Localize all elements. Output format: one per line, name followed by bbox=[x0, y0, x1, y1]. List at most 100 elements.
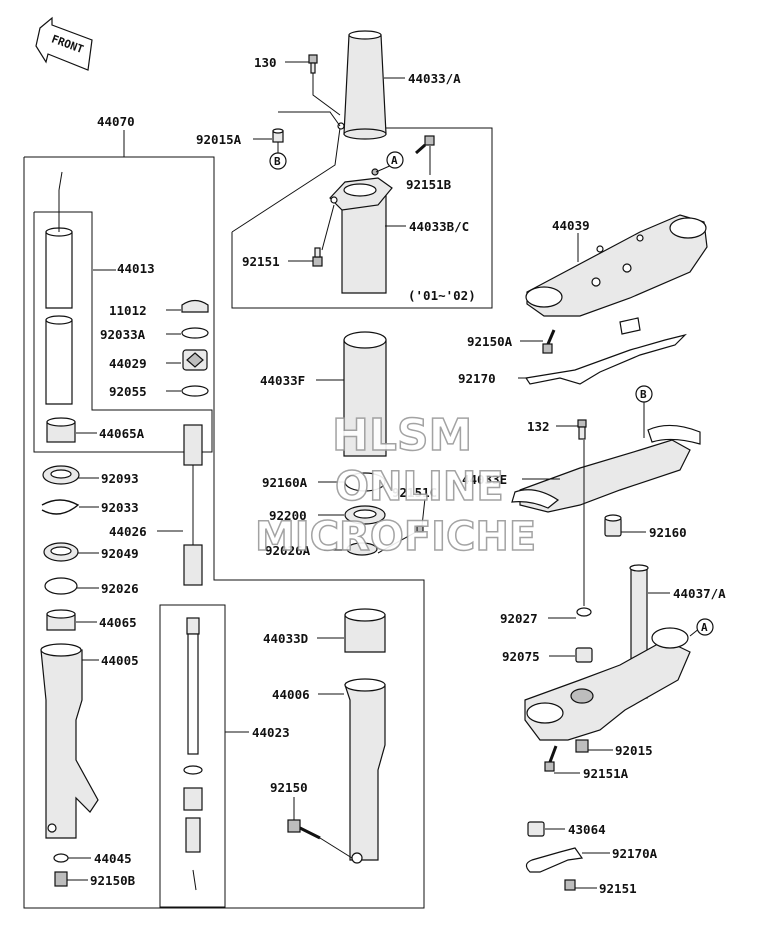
label-44033F: 44033F bbox=[260, 373, 305, 388]
label-92055: 92055 bbox=[109, 384, 147, 399]
part-44065A-bushing bbox=[46, 417, 76, 443]
front-arrow-icon: FRONT bbox=[35, 16, 93, 71]
label-44006: 44006 bbox=[272, 687, 310, 702]
part-92160A-ring bbox=[344, 472, 386, 492]
part-92151-lower-bolt bbox=[564, 879, 576, 891]
callout-a2: A bbox=[696, 618, 714, 636]
year-note: ('01~'02) bbox=[408, 288, 476, 303]
label-92015: 92015 bbox=[615, 743, 653, 758]
label-92027: 92027 bbox=[500, 611, 538, 626]
label-92150: 92150 bbox=[270, 780, 308, 795]
label-92151A: 92151A bbox=[583, 766, 629, 781]
label-92033: 92033 bbox=[101, 500, 139, 515]
watermark-line3: MICROFICHE bbox=[255, 514, 536, 560]
part-44033BC-cover bbox=[329, 168, 393, 294]
watermark-line1: HLSM bbox=[332, 410, 472, 461]
part-44029-plug bbox=[182, 349, 208, 371]
part-92026A-clamp bbox=[346, 542, 378, 556]
part-92151-bolt bbox=[312, 247, 323, 267]
label-44029: 44029 bbox=[109, 356, 147, 371]
part-92033-clip bbox=[41, 499, 80, 515]
part-92150A-bolt bbox=[542, 329, 556, 354]
label-92160A: 92160A bbox=[262, 475, 308, 490]
part-92055-oring bbox=[181, 385, 209, 397]
label-44026: 44026 bbox=[109, 524, 147, 539]
label-44013: 44013 bbox=[117, 261, 155, 276]
part-44013-inner-tube bbox=[45, 171, 73, 405]
part-44023-damper-rod bbox=[183, 617, 203, 891]
svg-text:B: B bbox=[640, 388, 647, 401]
part-44039-upper-bracket bbox=[525, 214, 708, 317]
part-130-bolt bbox=[308, 54, 318, 74]
part-92151C-screw bbox=[416, 525, 424, 533]
part-92150B-bolt bbox=[54, 871, 68, 887]
watermark-line2: ONLINE bbox=[335, 464, 504, 510]
part-92093-seal bbox=[42, 465, 80, 485]
label-44005: 44005 bbox=[101, 653, 139, 668]
svg-text:A: A bbox=[701, 621, 708, 634]
label-130: 130 bbox=[254, 55, 277, 70]
part-43064-grommet bbox=[527, 821, 545, 837]
part-44033A-cover bbox=[337, 30, 387, 140]
part-44065-bushing bbox=[46, 609, 76, 631]
label-132: 132 bbox=[527, 419, 550, 434]
label-43064: 43064 bbox=[568, 822, 606, 837]
label-92151C: 92151C bbox=[392, 485, 437, 500]
part-11012-cap bbox=[181, 299, 209, 313]
part-labels: 130 44033/A 92015A 44070 92151B 44033B/C… bbox=[90, 55, 726, 896]
part-92027-washer bbox=[576, 607, 592, 617]
callout-b1: B bbox=[269, 152, 287, 170]
part-44026-spring bbox=[183, 424, 203, 586]
part-92170-clamp bbox=[524, 317, 687, 385]
part-92170A-clamp bbox=[525, 847, 584, 873]
part-92049-seal bbox=[43, 542, 79, 562]
label-92150A: 92150A bbox=[467, 334, 513, 349]
part-92151A-bolt bbox=[544, 745, 558, 772]
svg-text:A: A bbox=[391, 154, 398, 167]
label-92170A: 92170A bbox=[612, 846, 658, 861]
assembly-outlines bbox=[23, 127, 493, 909]
label-44070: 44070 bbox=[97, 114, 135, 129]
label-92170: 92170 bbox=[458, 371, 496, 386]
label-92151-top: 92151 bbox=[242, 254, 280, 269]
label-44033A: 44033/A bbox=[408, 71, 461, 86]
part-92015-collar bbox=[575, 739, 589, 753]
label-44037A: 44037/A bbox=[673, 586, 726, 601]
label-44045: 44045 bbox=[94, 851, 132, 866]
part-44006-outer-tube bbox=[344, 678, 386, 864]
label-44033D: 44033D bbox=[263, 631, 308, 646]
label-44065: 44065 bbox=[99, 615, 137, 630]
label-92200: 92200 bbox=[269, 508, 307, 523]
part-44033E-lower-cover bbox=[511, 424, 701, 513]
part-44005-outer-tube bbox=[40, 643, 99, 839]
part-44033F-tube bbox=[343, 331, 387, 457]
svg-text:B: B bbox=[274, 155, 281, 168]
label-92160: 92160 bbox=[649, 525, 687, 540]
part-92160-rubber bbox=[604, 514, 622, 537]
part-44037A-stem-bracket bbox=[524, 564, 691, 741]
label-92026: 92026 bbox=[101, 581, 139, 596]
leader-lines bbox=[67, 61, 701, 889]
part-92075-grommet bbox=[575, 647, 593, 663]
part-92026-washer bbox=[44, 577, 78, 595]
part-92015A-collar bbox=[272, 128, 284, 143]
label-92015A: 92015A bbox=[196, 132, 242, 147]
part-44033D-cover bbox=[344, 608, 386, 653]
part-92150-bolt bbox=[287, 819, 321, 840]
label-92093: 92093 bbox=[101, 471, 139, 486]
part-132-bolt bbox=[577, 419, 587, 440]
label-44033E: 44033E bbox=[462, 472, 507, 487]
callout-a1: A bbox=[386, 151, 404, 169]
label-92033A: 92033A bbox=[100, 327, 146, 342]
watermark: HLSM ONLINE MICROFICHE bbox=[254, 409, 537, 561]
part-92033A-oring bbox=[181, 327, 209, 339]
label-44039: 44039 bbox=[552, 218, 590, 233]
label-92151B: 92151B bbox=[406, 177, 452, 192]
label-92049: 92049 bbox=[101, 546, 139, 561]
part-92200-washer bbox=[344, 505, 386, 525]
part-44045-nut bbox=[53, 853, 69, 863]
label-92075: 92075 bbox=[502, 649, 540, 664]
label-92151-bottom: 92151 bbox=[599, 881, 637, 896]
label-44065A: 44065A bbox=[99, 426, 145, 441]
